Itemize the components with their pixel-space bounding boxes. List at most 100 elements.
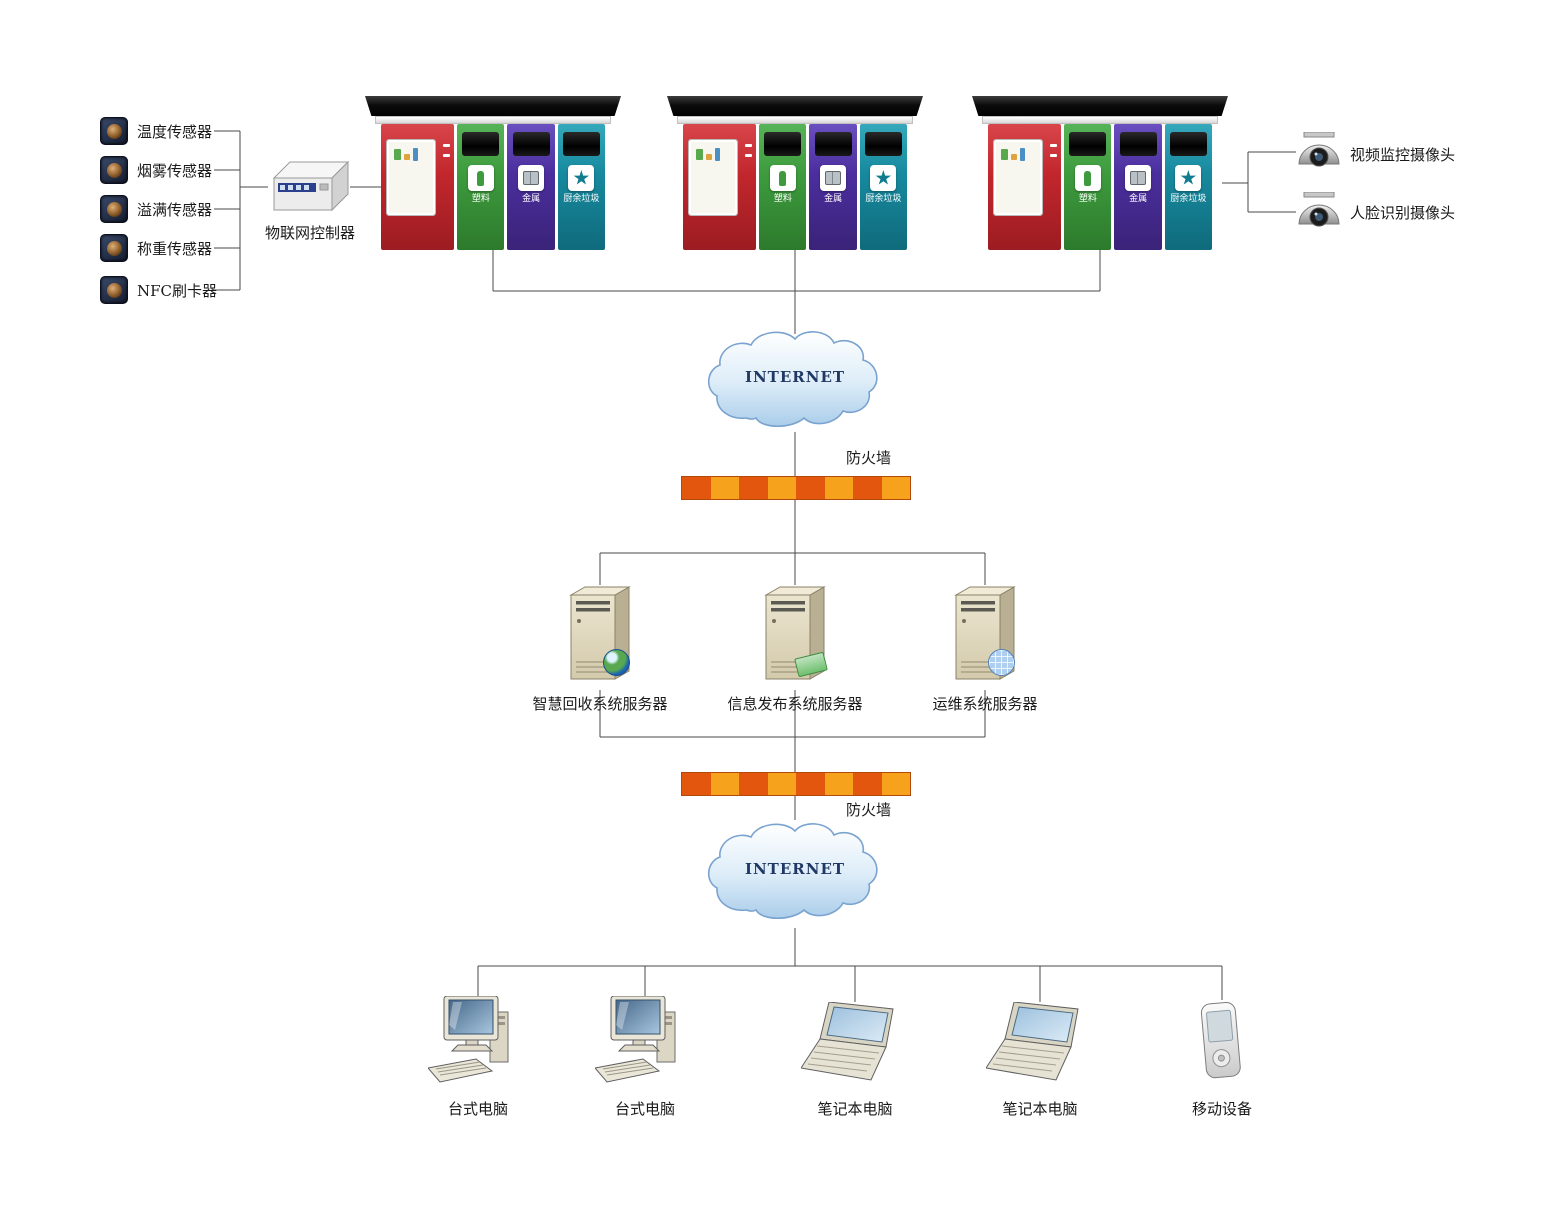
- operations-server: [948, 585, 1022, 689]
- sensor-weight: 称重传感器: [100, 234, 213, 262]
- metal-can-icon: [1125, 165, 1152, 191]
- bin-metal: 金属: [1114, 124, 1162, 250]
- internet-label: INTERNET: [744, 859, 846, 878]
- bin-plastic: 塑料: [457, 124, 505, 250]
- plastic-bottle-icon: [467, 165, 494, 191]
- operations-server-label: 运维系统服务器: [932, 695, 1038, 713]
- station-bins: 塑料 金属 厨余垃圾: [381, 124, 605, 250]
- info-publish-server: [758, 585, 832, 689]
- bin-slot: [462, 132, 500, 156]
- firewall-bottom-label: 防火墙: [846, 801, 892, 819]
- cabinet-controls: [1050, 144, 1058, 157]
- cabinet-controls: [745, 144, 753, 157]
- mobile-device-icon: [1198, 1000, 1246, 1084]
- sensor-smoke: 烟雾传感器: [100, 156, 213, 184]
- bin-display-cabinet: [683, 124, 757, 250]
- kitchen-waste-icon: [568, 165, 595, 191]
- laptop-2-label: 笔记本电脑: [1002, 1100, 1078, 1118]
- bin-slot: [1069, 132, 1107, 156]
- sensor-label: 温度传感器: [137, 122, 213, 141]
- sensor-label: 烟雾传感器: [137, 161, 213, 180]
- desktop-computer-icon: [595, 996, 695, 1088]
- station-canopy-edge: [982, 116, 1218, 124]
- bin-slot: [562, 132, 600, 156]
- sensor-label: 称重传感器: [137, 239, 213, 258]
- bin-metal: 金属: [507, 124, 555, 250]
- bin-label: 厨余垃圾: [563, 194, 600, 204]
- server-icon: [948, 585, 1022, 689]
- station-canopy-edge: [375, 116, 611, 124]
- bin-label: 塑料: [1078, 194, 1097, 204]
- internet-label: INTERNET: [744, 367, 846, 386]
- bin-display-cabinet: [988, 124, 1062, 250]
- laptop-icon: [986, 1002, 1094, 1084]
- display-screen: [688, 139, 738, 216]
- laptop-1-label: 笔记本电脑: [817, 1100, 893, 1118]
- bin-slot: [1119, 132, 1157, 156]
- bin-label: 厨余垃圾: [1170, 194, 1207, 204]
- laptop-icon: [801, 1002, 909, 1084]
- firewall-top-label: 防火墙: [846, 449, 892, 467]
- kitchen-waste-icon: [1175, 165, 1202, 191]
- bin-label: 金属: [824, 194, 843, 204]
- face-recognition-camera-label: 人脸识别摄像头: [1350, 204, 1456, 222]
- info-publish-server-label: 信息发布系统服务器: [727, 695, 863, 713]
- bin-label: 塑料: [471, 194, 490, 204]
- bin-plastic: 塑料: [759, 124, 807, 250]
- bin-slot: [864, 132, 902, 156]
- desktop-1-label: 台式电脑: [447, 1100, 509, 1118]
- smoke-sensor-icon: [100, 156, 128, 184]
- bin-slot: [814, 132, 852, 156]
- firewall-top-bar: [681, 476, 911, 500]
- bin-plastic: 塑料: [1064, 124, 1112, 250]
- bin-metal: 金属: [809, 124, 857, 250]
- display-screen: [386, 139, 436, 216]
- face-recognition-camera-icon: [1296, 192, 1342, 232]
- bin-label: 厨余垃圾: [865, 194, 902, 204]
- iot-controller-icon: [268, 154, 352, 214]
- server-icon: [758, 585, 832, 689]
- recycling-server-label: 智慧回收系统服务器: [532, 695, 668, 713]
- station-roof: [667, 96, 923, 116]
- sensor-label: NFC刷卡器: [137, 281, 218, 300]
- internet-cloud-bottom: INTERNET: [700, 818, 890, 928]
- internet-cloud-top: INTERNET: [700, 326, 890, 436]
- station-roof: [972, 96, 1228, 116]
- surveillance-camera-icon: [1296, 132, 1342, 172]
- metal-can-icon: [518, 165, 545, 191]
- iot-controller-label: 物联网控制器: [264, 224, 356, 242]
- sensor-label: 溢满传感器: [137, 200, 213, 219]
- desktop-computer-icon: [428, 996, 528, 1088]
- plastic-bottle-icon: [769, 165, 796, 191]
- weight-sensor-icon: [100, 234, 128, 262]
- sensor-temperature: 温度传感器: [100, 117, 213, 145]
- nfc-reader-icon: [100, 276, 128, 304]
- bin-label: 金属: [522, 194, 541, 204]
- sensor-nfc: NFC刷卡器: [100, 276, 218, 304]
- desktop-2-label: 台式电脑: [614, 1100, 676, 1118]
- cabinet-controls: [443, 144, 451, 157]
- temperature-sensor-icon: [100, 117, 128, 145]
- metal-can-icon: [820, 165, 847, 191]
- recycling-station-3: 塑料 金属 厨余垃圾: [972, 96, 1228, 252]
- bin-slot: [512, 132, 550, 156]
- bin-kitchen-waste: 厨余垃圾: [557, 124, 605, 250]
- plastic-bottle-icon: [1074, 165, 1101, 191]
- recycling-system-server: [563, 585, 637, 689]
- surveillance-camera-label: 视频监控摄像头: [1350, 146, 1456, 164]
- globe-icon: [603, 649, 630, 676]
- display-screen: [993, 139, 1043, 216]
- firewall-bottom-bar: [681, 772, 911, 796]
- server-icon: [563, 585, 637, 689]
- bin-slot: [764, 132, 802, 156]
- recycling-station-1: 塑料 金属 厨余垃圾: [365, 96, 621, 252]
- bin-slot: [1169, 132, 1207, 156]
- station-bins: 塑料 金属 厨余垃圾: [988, 124, 1212, 250]
- bin-kitchen-waste: 厨余垃圾: [1164, 124, 1212, 250]
- kitchen-waste-icon: [870, 165, 897, 191]
- overflow-sensor-icon: [100, 195, 128, 223]
- bin-label: 金属: [1129, 194, 1148, 204]
- bin-display-cabinet: [381, 124, 455, 250]
